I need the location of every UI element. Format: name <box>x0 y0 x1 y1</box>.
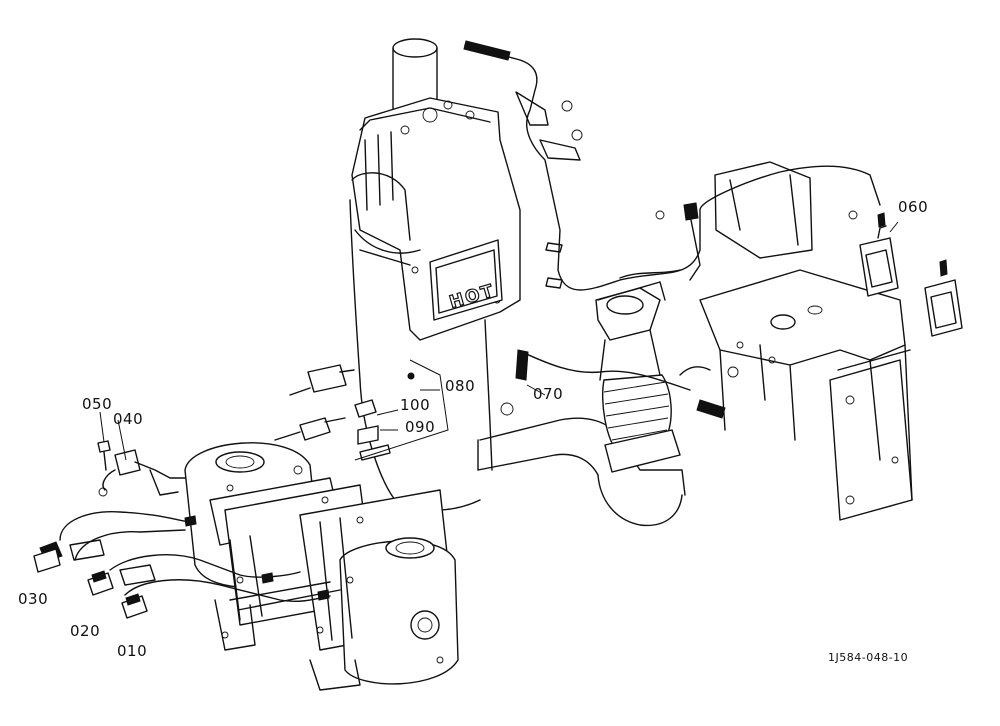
callout-040: 040 <box>113 410 144 428</box>
callout-020: 020 <box>70 622 101 640</box>
callout-080: 080 <box>445 377 476 395</box>
callout-030: 030 <box>18 590 49 608</box>
sensor-wiring <box>463 40 881 291</box>
flex-bellows-pipe <box>595 281 681 473</box>
callout-050: 050 <box>82 395 113 413</box>
bolt-050 <box>97 440 111 471</box>
exhaust-temperature-sensors <box>33 511 331 619</box>
pressure-sensor-040 <box>98 449 186 497</box>
callout-060: 060 <box>898 198 929 216</box>
callout-100: 100 <box>400 396 431 414</box>
callout-070: 070 <box>533 385 564 403</box>
control-module-lower <box>924 259 963 337</box>
mounting-bracket <box>699 161 913 521</box>
hot-warning-plate: HOT <box>429 239 503 321</box>
callout-010: 010 <box>117 642 148 660</box>
control-module-upper <box>859 212 899 297</box>
differential-pressure-parts <box>274 359 449 461</box>
callout-leaders <box>99 221 899 461</box>
drawing-code: 1J584-048-10 <box>828 651 909 664</box>
dpf-assembly <box>184 442 459 691</box>
temperature-sensor-wire <box>500 349 739 419</box>
callout-090: 090 <box>405 418 436 436</box>
